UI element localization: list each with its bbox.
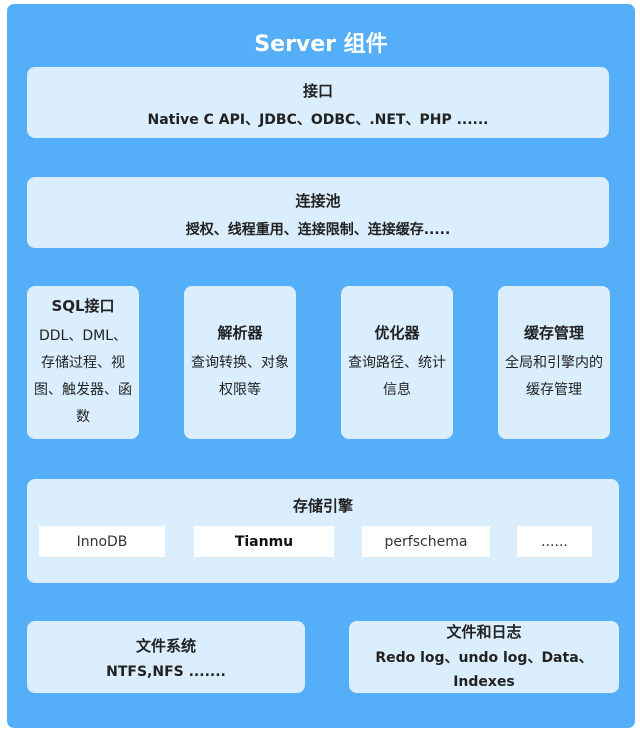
optimizer-desc: 查询路径、统计信息 [348,354,446,398]
server-components-panel: Server 组件 接口 Native C API、JDBC、ODBC、.NET… [7,4,635,728]
storage-engine-layer: 存储引擎 InnoDB Tianmu perfschema ...... [27,479,619,583]
files-title: 文件和日志 [446,622,522,641]
sql-interface-desc: DDL、DML、存储过程、视图、触发器、函数 [34,327,132,425]
optimizer-module: 优化器 查询路径、统计信息 [341,286,453,439]
sql-interface-module: SQL接口 DDL、DML、存储过程、视图、触发器、函数 [27,286,139,439]
engine-perfschema: perfschema [362,526,490,557]
filesystem-box: 文件系统 NTFS,NFS ....... [27,621,305,693]
sql-interface-title: SQL接口 [51,296,115,315]
filesystem-title: 文件系统 [135,636,196,655]
engine-more: ...... [517,526,592,557]
pool-title: 连接池 [295,192,341,210]
parser-desc: 查询转换、对象权限等 [191,354,289,398]
engine-innodb: InnoDB [39,526,165,557]
pool-desc: 授权、线程重用、连接限制、连接缓存..... [185,222,451,238]
interface-desc: Native C API、JDBC、ODBC、.NET、PHP ...... [147,112,489,128]
connection-pool-layer: 连接池 授权、线程重用、连接限制、连接缓存..... [27,177,609,248]
interface-title: 接口 [302,82,333,100]
cache-management-desc: 全局和引擎内的缓存管理 [505,354,603,398]
parser-module: 解析器 查询转换、对象权限等 [184,286,296,439]
engine-tianmu: Tianmu [194,526,334,557]
filesystem-desc: NTFS,NFS ....... [106,663,226,680]
parser-title: 解析器 [217,323,263,342]
storage-engine-title: 存储引擎 [292,497,353,515]
interface-layer: 接口 Native C API、JDBC、ODBC、.NET、PHP .....… [27,67,609,138]
diagram-title: Server 组件 [254,32,388,57]
cache-management-title: 缓存管理 [523,323,584,342]
optimizer-title: 优化器 [374,323,420,342]
files-and-logs-box: 文件和日志 Redo log、undo log、Data、Indexes [349,621,619,693]
cache-management-module: 缓存管理 全局和引擎内的缓存管理 [498,286,610,439]
files-desc: Redo log、undo log、Data、Indexes [375,649,593,690]
